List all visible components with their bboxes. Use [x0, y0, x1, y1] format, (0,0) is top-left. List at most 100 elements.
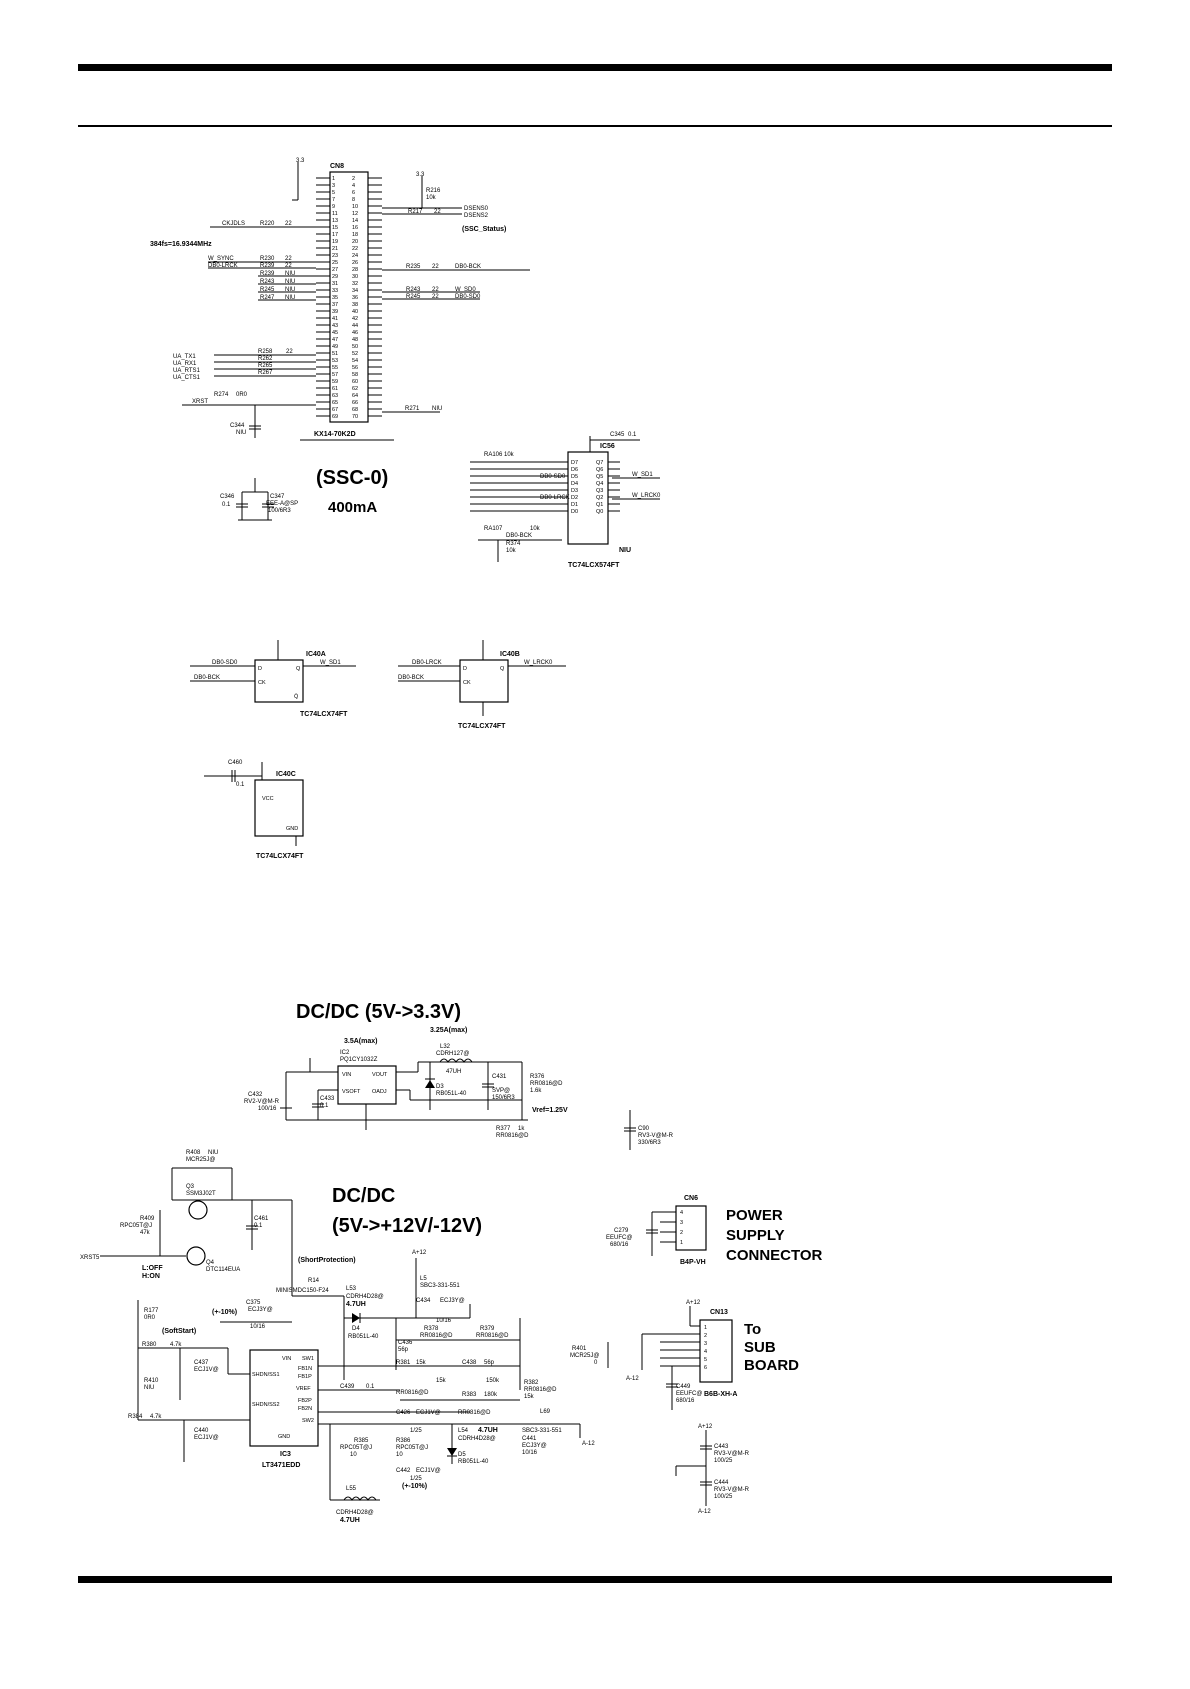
r378-part: RR0816@D — [420, 1333, 453, 1339]
r220-ref: R220 — [260, 221, 275, 227]
d3-ref: D3 — [436, 1084, 444, 1090]
c444-part: RV3-V@M-R — [714, 1487, 750, 1493]
r384-val: 4.7k — [150, 1414, 162, 1420]
l69-ref: L69 — [540, 1409, 551, 1415]
ic3-fb2p: FB2P — [298, 1398, 312, 1404]
l54-ref: L54 — [458, 1428, 469, 1434]
r217-val: 22 — [434, 209, 441, 215]
r230-val: 22 — [285, 256, 292, 262]
w-sd0-net: W_SD0 — [455, 287, 476, 293]
c344-ref: C344 — [230, 423, 245, 429]
c432-part: RV2-V@M-R — [244, 1099, 280, 1105]
ic56-db0-bck: DB0-BCK — [506, 533, 532, 539]
r14-ref: R14 — [308, 1278, 320, 1284]
subboard-label-2: SUB — [744, 1339, 776, 1356]
c443-part: RV3-V@M-R — [714, 1451, 750, 1457]
ssc-title: (SSC-0) — [316, 467, 388, 489]
cn8-pin-24: 24 — [352, 253, 358, 259]
cn8-pin-4: 4 — [352, 183, 355, 189]
cn8-pin-53: 53 — [332, 358, 338, 364]
ic56-q1-pin: Q1 — [596, 502, 603, 508]
ic40c-power: IC40C VCC GND C460 0.1 TC74LCX74FT — [204, 760, 304, 860]
cn8-pin-16: 16 — [352, 225, 358, 231]
c431-ref: C431 — [492, 1074, 507, 1080]
r409-val: 47k — [140, 1230, 151, 1236]
cn8-pin-69: 69 — [332, 414, 338, 420]
r381-ref: R381 — [396, 1360, 411, 1366]
tolerance-1: (+-10%) — [212, 1309, 237, 1316]
c444-ref: C444 — [714, 1480, 729, 1486]
cn13-pin-3: 3 — [704, 1341, 707, 1347]
ra107-val: 10k — [530, 526, 541, 532]
r408-part: MCR25J@ — [186, 1157, 215, 1163]
ua-rts1-net: UA_RTS1 — [173, 368, 201, 374]
cn8-pin-33: 33 — [332, 288, 338, 294]
c432-val: 100/16 — [258, 1106, 277, 1112]
c444-val: 100/25 — [714, 1494, 733, 1500]
ic3-vref: VREF — [296, 1386, 311, 1392]
c346-ref: C346 — [220, 494, 235, 500]
q4-ref: Q4 — [206, 1260, 215, 1266]
cn8-pin-47: 47 — [332, 337, 338, 343]
c442-val: 1/25 — [410, 1476, 422, 1482]
xrst-net: XRST — [192, 399, 208, 405]
ic3-body — [249, 1349, 319, 1447]
cn8-pin-28: 28 — [352, 267, 358, 273]
c461-ref: C461 — [254, 1216, 269, 1222]
d4-part: RB051L-40 — [348, 1334, 379, 1340]
cn8-right-pins: 2468101214161820222426283032343638404244… — [352, 176, 382, 420]
ic56-d2-pin: D2 — [571, 495, 578, 501]
ra106-ref: RA106 — [484, 452, 503, 458]
r243a-ref: R243 — [260, 279, 275, 285]
r239a-val: 22 — [285, 263, 292, 269]
cn8-pin-21: 21 — [332, 246, 338, 252]
ic40b-d-pin: D — [463, 666, 467, 672]
l54-part: CDRH4D28@ — [458, 1436, 496, 1442]
dsens2-net: DSENS2 — [464, 213, 489, 219]
cn8-pin-48: 48 — [352, 337, 358, 343]
r379-ref: R379 — [480, 1326, 495, 1332]
ic40b-part: TC74LCX74FT — [458, 723, 506, 730]
cn8-pin-64: 64 — [352, 393, 358, 399]
c436-val: 56p — [398, 1347, 409, 1353]
c279-val: 680/16 — [610, 1242, 629, 1248]
ic56-q0-pin: Q0 — [596, 509, 603, 515]
c443-val: 100/25 — [714, 1458, 733, 1464]
a-minus12-rail-out: A-12 — [582, 1441, 595, 1447]
ic40b-body — [459, 659, 509, 703]
r245a-ref: R245 — [260, 287, 275, 293]
cn8-pin-55: 55 — [332, 365, 338, 371]
r377-ref: R377 — [496, 1126, 511, 1132]
cn8-part: KX14-70K2D — [314, 431, 356, 438]
l53-ref: L53 — [346, 1286, 357, 1292]
cn8-pin-13: 13 — [332, 218, 338, 224]
cn8-pin-8: 8 — [352, 197, 355, 203]
ic56-w-sd1: W_SD1 — [632, 472, 653, 478]
c434-ref: C434 — [416, 1298, 431, 1304]
l5-part: SBC3-331-551 — [420, 1283, 460, 1289]
ic56-d3-pin: D3 — [571, 488, 578, 494]
cn8-pin-25: 25 — [332, 260, 338, 266]
r401-ref: R401 — [572, 1346, 587, 1352]
r216-val: 10k — [426, 195, 437, 201]
cn8-pin-63: 63 — [332, 393, 338, 399]
c90-ref: C90 — [638, 1126, 650, 1132]
dcdc-3v3: DC/DC (5V->3.3V) 3.5A(max) 3.25A(max) IC… — [244, 1001, 674, 1150]
r271-val: NIU — [432, 406, 442, 412]
r247-val: NIU — [285, 295, 295, 301]
cn13-pin-1: 1 — [704, 1325, 707, 1331]
r14-part: MINISMDC150-F24 — [276, 1288, 329, 1294]
c432-ref: C432 — [248, 1092, 263, 1098]
cn8-pin-70: 70 — [352, 414, 358, 420]
soft-start: (SoftStart) — [162, 1328, 196, 1335]
cn8-pin-19: 19 — [332, 239, 338, 245]
top-thick-rule — [78, 64, 1112, 71]
ic56-d4-pin: D4 — [571, 481, 578, 487]
w-sync-net: W_SYNC — [208, 256, 234, 262]
cn8-pin-39: 39 — [332, 309, 338, 315]
cn8-pin-36: 36 — [352, 295, 358, 301]
r401-val: 0 — [594, 1360, 598, 1366]
ic56-ref: IC56 — [600, 443, 615, 450]
ssc-block: (SSC-0) 400mA C346 0.1 C347 EEE-A@SP 100… — [220, 467, 388, 521]
